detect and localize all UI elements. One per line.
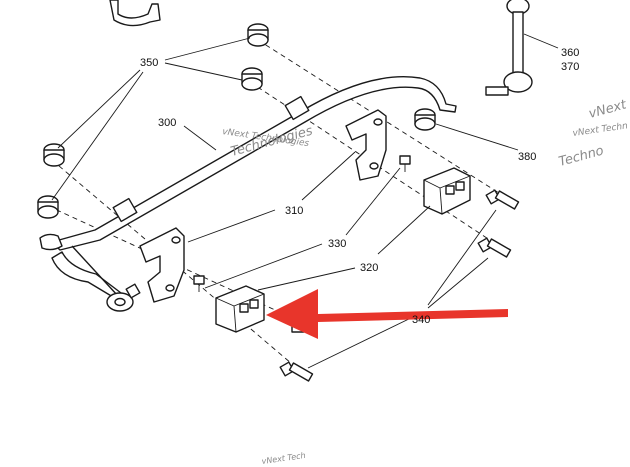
- left-stabilizer-link: [51, 245, 141, 312]
- studs-330: [193, 155, 411, 292]
- watermark-text: Techno: [557, 143, 605, 169]
- nut-380: [414, 108, 436, 131]
- right-stabilizer-link: [485, 0, 533, 96]
- callout-330: 330: [328, 238, 346, 250]
- red-pointer-arrow: [266, 289, 508, 339]
- callout-350: 350: [140, 57, 158, 69]
- callout-380: 380: [518, 151, 536, 163]
- callout-370: 370: [561, 61, 579, 73]
- callout-340: 340: [412, 314, 430, 326]
- bracket-310-left: [139, 227, 185, 303]
- top-link: [109, 0, 161, 27]
- bolts-340: [279, 189, 520, 382]
- leader-lines: [51, 33, 559, 369]
- callout-300: 300: [158, 117, 176, 129]
- bracket-310-right: [345, 109, 387, 181]
- stabilizer-bar: [39, 76, 457, 251]
- nut-350-d: [37, 195, 59, 219]
- callout-numbers: 350 300 310 330 320 340 380 360 370: [140, 47, 579, 326]
- watermarks: vNext Technologies Technologies vNext vN…: [222, 97, 629, 466]
- watermark-text: vNext Techn: [572, 121, 629, 139]
- nut-350-c: [43, 143, 65, 167]
- callout-310: 310: [285, 205, 303, 217]
- bushing-320-right: [423, 167, 471, 215]
- callout-320: 320: [360, 262, 378, 274]
- nut-350-a: [247, 23, 269, 47]
- nuts-350: [37, 23, 269, 219]
- watermark-text: vNext Tech: [261, 451, 306, 466]
- watermark-text: vNext: [587, 97, 629, 122]
- nut-350-b: [241, 67, 263, 91]
- bushing-320-left: [215, 285, 265, 333]
- callout-360: 360: [561, 47, 579, 59]
